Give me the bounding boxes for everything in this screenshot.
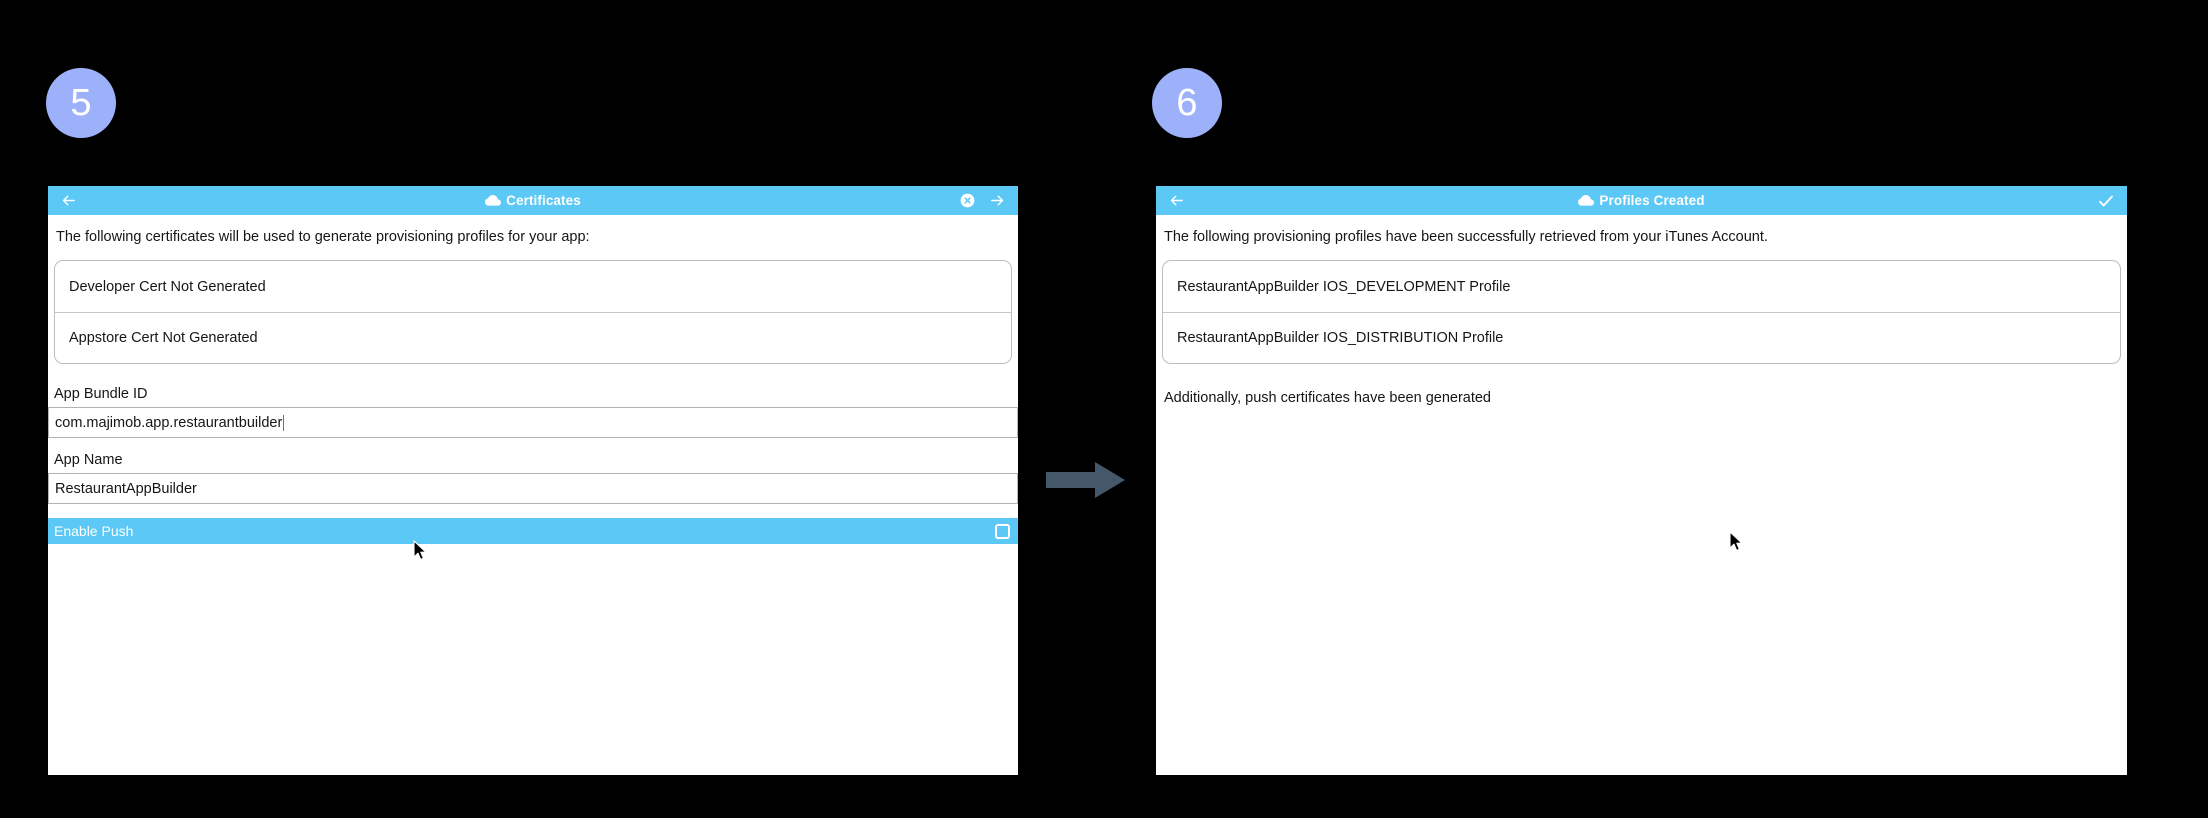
app-bundle-id-label: App Bundle ID [54,386,148,403]
titlebar-right-group [2055,192,2115,210]
panel-certificates: Certificates The following certificates … [48,186,1018,775]
panel-profiles: Profiles Created The following provision… [1156,186,2127,775]
list-item[interactable]: RestaurantAppBuilder IOS_DEVELOPMENT Pro… [1177,278,1511,295]
titlebar-profiles: Profiles Created [1156,186,2127,215]
arrow-right-icon[interactable] [989,192,1006,209]
step-badge-5: 5 [46,68,116,138]
enable-push-row[interactable]: Enable Push [48,518,1018,545]
app-bundle-id-value: com.majimob.app.restaurantbuilder [55,414,283,431]
panel-body-profiles: The following provisioning profiles have… [1156,215,2127,775]
arrow-right-flow-icon [1046,461,1126,499]
step-badge-6: 6 [1152,68,1222,138]
arrow-left-icon[interactable] [1168,192,1185,209]
panel-body-certificates: The following certificates will be used … [48,215,1018,775]
list-item[interactable]: Appstore Cert Not Generated [55,312,1011,363]
titlebar-certificates: Certificates [48,186,1018,215]
titlebar-title-group: Certificates [120,193,946,208]
checkbox-icon[interactable] [995,523,1010,539]
intro-text: The following certificates will be used … [56,229,590,245]
circle-x-icon[interactable] [960,193,975,208]
app-name-label: App Name [54,452,123,469]
profiles-list: RestaurantAppBuilder IOS_DEVELOPMENT Pro… [1162,260,2121,365]
app-name-value: RestaurantAppBuilder [55,480,197,497]
list-item[interactable]: RestaurantAppBuilder IOS_DISTRIBUTION Pr… [1163,312,2120,363]
text-caret [283,414,285,431]
certificates-list: Developer Cert Not Generated Appstore Ce… [54,260,1012,365]
push-certificates-note: Additionally, push certificates have bee… [1164,390,1492,407]
intro-text: The following provisioning profiles have… [1164,229,1768,245]
cloud-icon [1578,194,1595,207]
titlebar-title-group: Profiles Created [1228,193,2055,208]
check-icon[interactable] [2097,192,2115,210]
app-name-input[interactable]: RestaurantAppBuilder [48,473,1018,505]
panel-title: Certificates [506,193,581,208]
titlebar-right-group [946,192,1006,209]
panel-title: Profiles Created [1599,193,1705,208]
arrow-left-icon[interactable] [60,192,77,209]
enable-push-label: Enable Push [54,523,134,540]
app-bundle-id-input[interactable]: com.majimob.app.restaurantbuilder [48,407,1018,439]
titlebar-left-group [60,192,120,209]
cloud-icon [485,194,502,207]
titlebar-left-group [1168,192,1228,209]
list-item[interactable]: Developer Cert Not Generated [69,278,266,295]
certificates-form: App Bundle ID com.majimob.app.restaurant… [48,386,1018,545]
